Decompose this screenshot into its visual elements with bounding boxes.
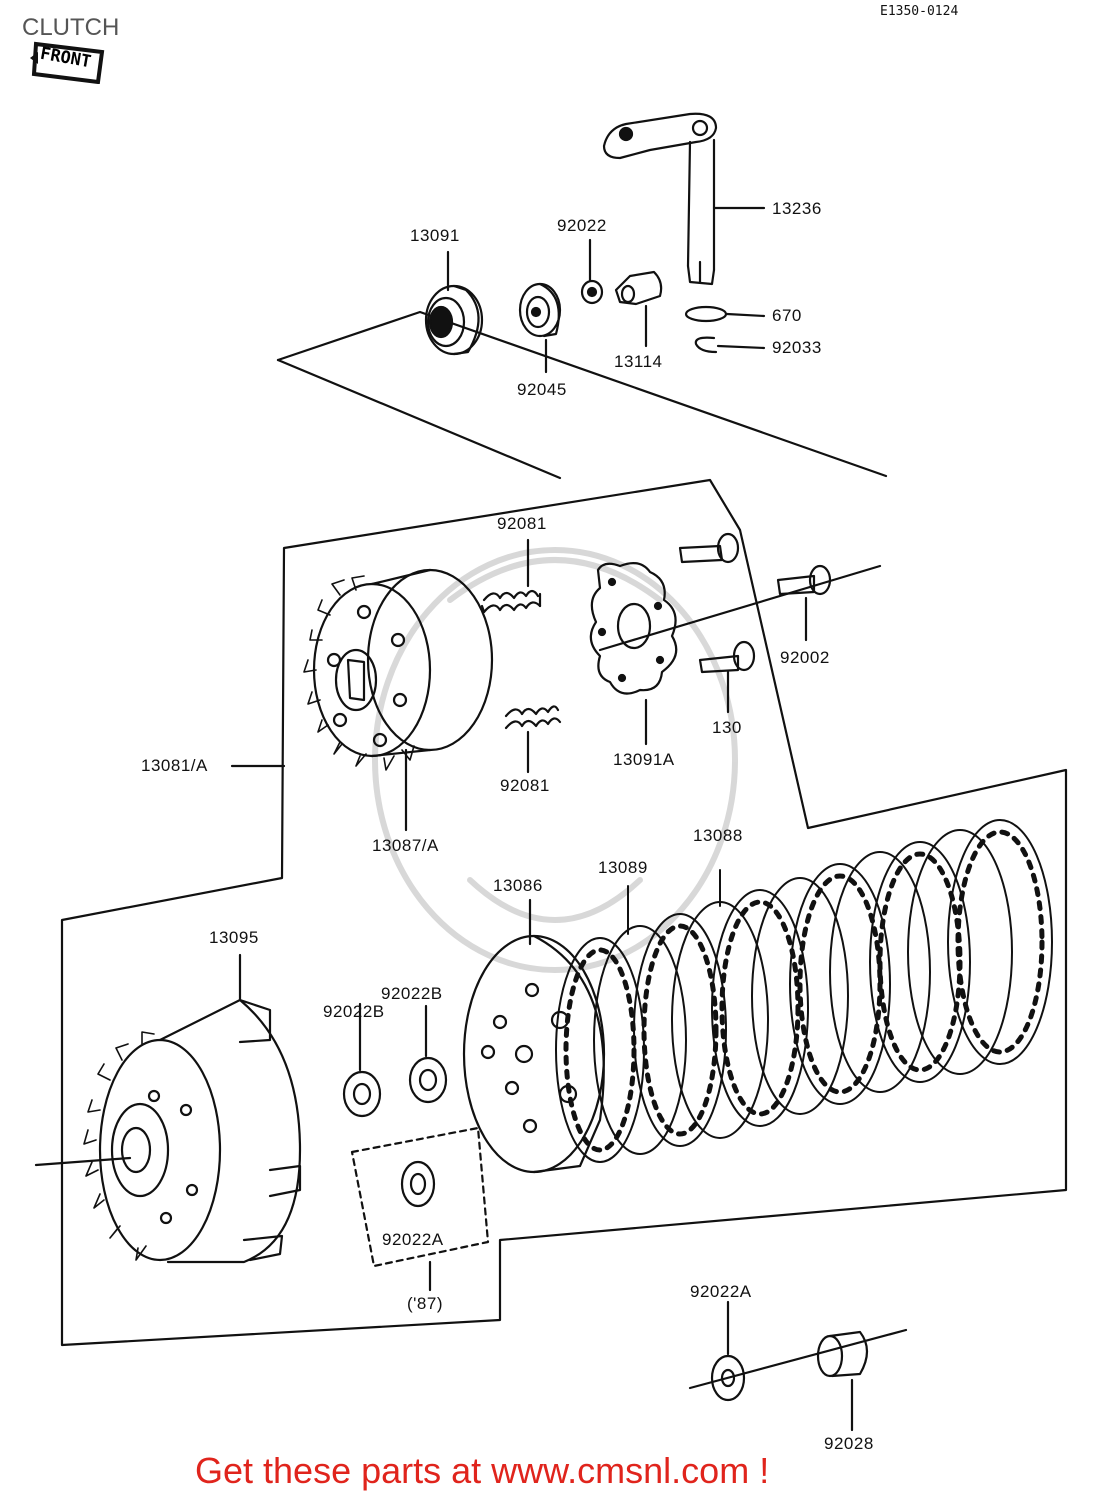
label-92002: 92002 [780, 648, 830, 667]
part-13114-pushrod [614, 270, 663, 348]
label-92045: 92045 [517, 380, 567, 399]
label-13086: 13086 [493, 876, 543, 895]
label-92081-upper: 92081 [497, 514, 547, 533]
front-direction-tag: FRONT [28, 38, 106, 84]
label-92081-lower: 92081 [500, 776, 550, 795]
label-92022B-right: 92022B [381, 984, 443, 1003]
label-92022A-lower: 92022A [690, 1282, 752, 1301]
label-13087A: 13087/A [372, 836, 439, 855]
label-13081A: 13081/A [141, 756, 208, 775]
part-13095-clutch-housing [83, 953, 302, 1264]
label-92022: 92022 [557, 216, 607, 235]
label-130: 130 [712, 718, 742, 737]
part-13236-release-lever [602, 112, 766, 286]
label-13091: 13091 [410, 226, 460, 245]
part-13091A-release-plate [589, 561, 678, 746]
part-92081-springs [480, 538, 562, 774]
part-clutch-plate-stack [555, 819, 1053, 1163]
part-13086-pressure-plate [462, 898, 606, 1174]
label-13236: 13236 [772, 199, 822, 218]
part-13087A-clutch-hub [303, 568, 494, 832]
label-92022B-left: 92022B [323, 1002, 385, 1021]
label-92028: 92028 [824, 1434, 874, 1453]
label-87-note: ('87) [407, 1294, 443, 1313]
watermark-logo [372, 547, 738, 973]
drawing-reference: E1350-0124 [880, 4, 959, 19]
part-13091-bearing [424, 250, 484, 356]
label-13095: 13095 [209, 928, 259, 947]
label-13088: 13088 [693, 826, 743, 845]
label-13089: 13089 [598, 858, 648, 877]
label-670: 670 [772, 306, 802, 325]
part-92045-bearing [518, 282, 562, 374]
label-13114: 13114 [614, 352, 663, 371]
diagram-title: CLUTCH [22, 14, 120, 41]
label-92033: 92033 [772, 338, 822, 357]
promo-link-text[interactable]: Get these parts at www.cmsnl.com ! [195, 1450, 770, 1491]
label-92022A-boxed: 92022A [382, 1230, 444, 1249]
part-bolts [678, 532, 832, 714]
front-tag-outline [30, 41, 105, 84]
label-13091A: 13091A [613, 750, 675, 769]
